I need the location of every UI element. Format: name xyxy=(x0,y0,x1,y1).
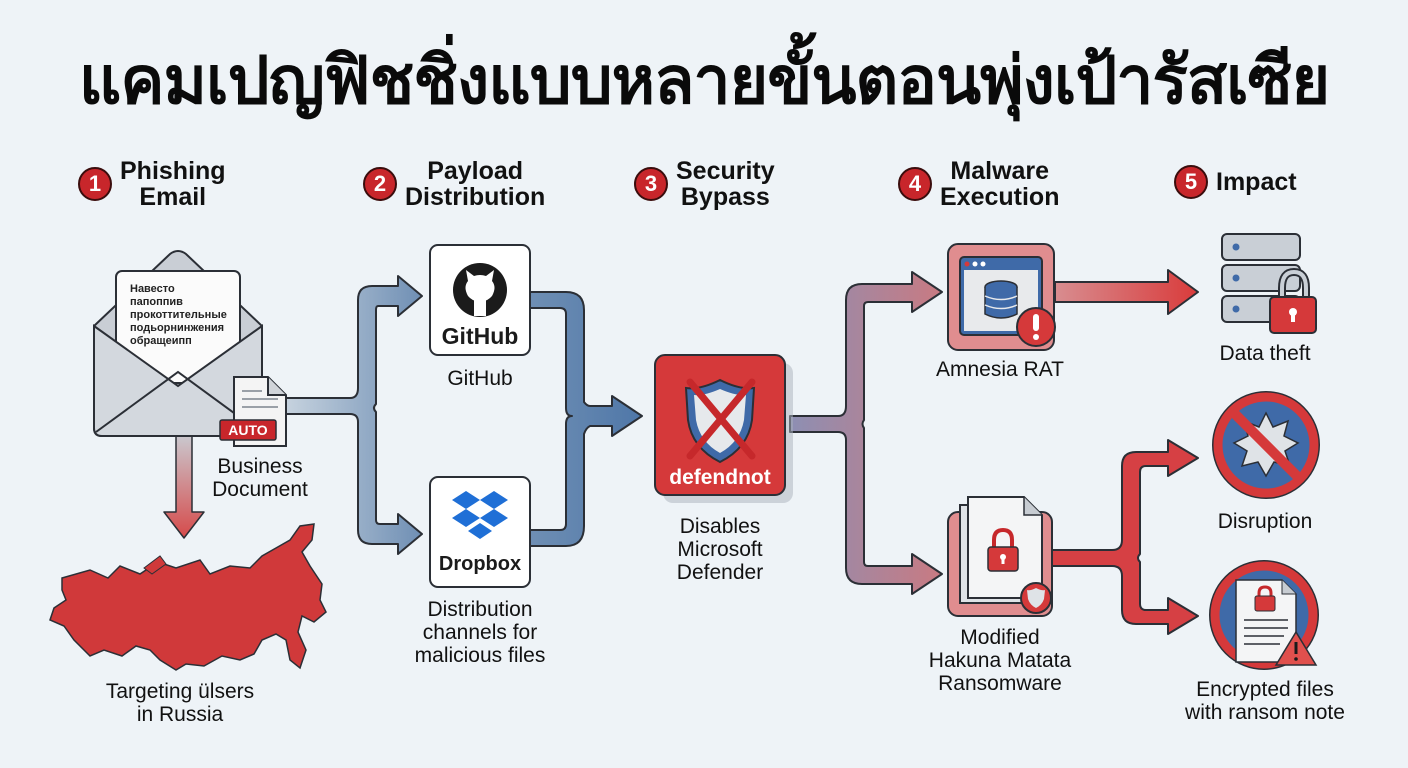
defendnot-box xyxy=(654,354,793,503)
letter-line: обращеипп xyxy=(130,335,192,347)
caption-line: in Russia xyxy=(136,703,224,726)
step-label-line: Execution xyxy=(940,183,1060,211)
caption-line: Business xyxy=(217,455,303,478)
warning-triangle-icon xyxy=(1274,630,1318,666)
data-theft-caption: Data theft xyxy=(1219,342,1311,365)
github-box xyxy=(429,244,531,356)
russia-map-icon xyxy=(49,523,327,671)
caption-line: Document xyxy=(212,478,308,501)
page-title: แคมเปญฟิชชิ่งแบบหลายขั้นตอนพุ่งเป้ารัสเซ… xyxy=(78,42,1330,119)
caption-line: Targeting ülsers xyxy=(105,680,255,703)
flow-arrow-ransomware-to-impacts xyxy=(1051,439,1199,635)
step-number-badge: 3 xyxy=(634,167,668,201)
shield-badge-icon xyxy=(1020,582,1052,614)
caption-line: Modified xyxy=(960,626,1040,649)
padlock-icon xyxy=(987,527,1019,572)
flow-arrow-bypass-to-malware xyxy=(789,271,943,595)
email-letter-text: Навесто папоппив прокоттительные подьорн… xyxy=(130,283,227,348)
step-label-line: Payload xyxy=(427,157,524,185)
step-label-line: Distribution xyxy=(405,183,546,211)
disruption-caption: Disruption xyxy=(1217,510,1313,533)
dropbox-box xyxy=(429,476,531,588)
caption-line: Microsoft xyxy=(677,538,763,561)
letter-line: папоппив xyxy=(130,296,183,308)
caption-line: Ransomware xyxy=(938,672,1062,695)
caption-line: Disables xyxy=(679,515,761,538)
step-number-badge: 1 xyxy=(78,167,112,201)
dropbox-logo-text: Dropbox xyxy=(438,553,522,575)
step-label-line: Bypass xyxy=(680,183,770,211)
caption-line: Hakuna Matata xyxy=(928,649,1072,672)
flow-arrow-distribution-to-bypass xyxy=(529,291,643,547)
github-logo-text: GitHub xyxy=(441,323,519,349)
step-label-line: Security xyxy=(676,157,775,185)
caption-line: with ransom note xyxy=(1185,701,1345,724)
letter-line: подьорнинжения xyxy=(130,322,225,334)
disruption-prohibited-icon xyxy=(1212,391,1320,499)
dropbox-logo-icon xyxy=(452,491,508,539)
step-label-line: Malware xyxy=(950,157,1050,185)
defendnot-label: defendnot xyxy=(669,466,771,489)
alert-badge-icon xyxy=(1016,307,1056,347)
amnesia-rat-caption: Amnesia RAT xyxy=(936,358,1064,381)
flow-arrow-email-to-target xyxy=(163,429,205,539)
step-label: Impact xyxy=(1216,168,1297,196)
letter-line: Навесто xyxy=(130,283,175,295)
caption-line: Distribution xyxy=(427,598,533,621)
amnesia-rat-icon xyxy=(947,243,1056,351)
step-number-badge: 2 xyxy=(363,167,397,201)
shield-crossed-icon xyxy=(684,378,756,464)
step-5-header: 5 Impact xyxy=(1174,165,1297,199)
server-lock-icon xyxy=(1221,233,1317,334)
database-icon xyxy=(984,280,1018,319)
flow-arrow-rat-to-data-theft xyxy=(1054,269,1199,315)
attachment-auto-tag: AUTO xyxy=(228,422,268,438)
envelope-icon xyxy=(93,250,263,437)
encrypted-file-icon xyxy=(1209,560,1319,670)
github-octocat-icon xyxy=(453,263,507,317)
step-label-line: Email xyxy=(139,183,207,211)
letter-line: прокоттительные xyxy=(130,309,227,321)
step-label-line: Phishing xyxy=(120,157,226,185)
ransomware-icon xyxy=(947,496,1053,617)
step-number-badge: 4 xyxy=(898,167,932,201)
step-number-badge: 5 xyxy=(1174,165,1208,199)
flow-arrow-email-to-distribution xyxy=(284,275,423,555)
caption-line: malicious files xyxy=(414,644,546,667)
caption-line: Defender xyxy=(676,561,764,584)
caption-line: channels for xyxy=(422,621,538,644)
caption-line: Encrypted files xyxy=(1196,678,1334,701)
attachment-document-icon xyxy=(219,376,287,447)
github-caption: GitHub xyxy=(447,367,513,390)
